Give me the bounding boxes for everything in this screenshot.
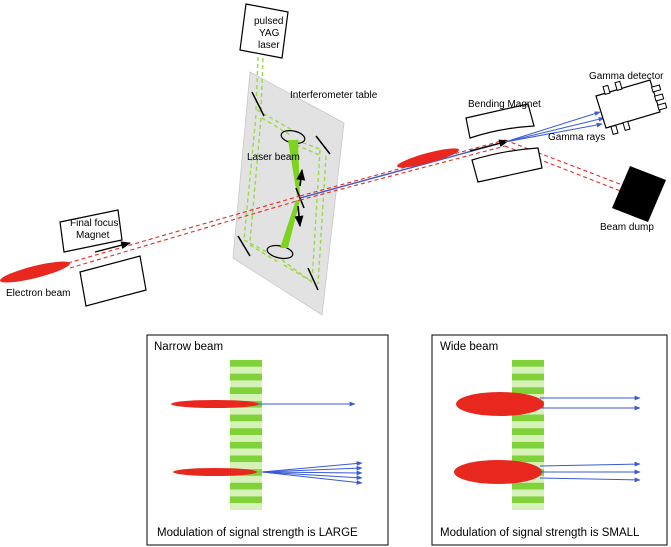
wide-rays-upper <box>540 395 641 411</box>
laser-cone-lower <box>280 200 300 248</box>
electron-beam-lines <box>67 139 626 269</box>
fringe-bright <box>230 441 262 449</box>
wide-bunch-lower <box>454 460 542 484</box>
fringe-dark <box>230 380 262 388</box>
fringe-dark <box>512 503 544 510</box>
fringe-dark <box>230 435 262 442</box>
narrow-bunch-upper <box>171 400 259 408</box>
fringe-dark <box>512 489 544 497</box>
gamma-rays-label: Gamma rays <box>548 132 605 143</box>
bending-magnet: Bending Magnet <box>465 99 543 183</box>
fringe-bright <box>512 373 544 381</box>
bending-magnet-label: Bending Magnet <box>468 99 541 110</box>
fringe-dark <box>230 407 262 415</box>
interference-fringes-wide <box>512 360 544 510</box>
laser-beam-label: Laser beam <box>247 152 300 163</box>
narrow-bunch-lower <box>173 468 257 476</box>
fringe-bright <box>512 482 544 490</box>
wide-bunch-upper <box>456 392 544 416</box>
interferometer-label: Interferometer table <box>290 90 378 101</box>
gamma-detector: Gamma detector <box>589 71 668 136</box>
fringe-dark <box>230 503 262 510</box>
fringe-bright <box>230 387 262 395</box>
wide-rays-lower <box>539 461 641 483</box>
final-focus-label-line1: Final focus <box>70 218 118 229</box>
laser-label-line2: YAG <box>259 28 280 39</box>
fringe-bright <box>230 482 262 490</box>
fringe-bright <box>230 455 262 463</box>
fringe-bright <box>512 496 544 504</box>
interferometer-table <box>232 71 345 316</box>
panel-wide-caption: Modulation of signal strength is SMALL <box>440 527 640 539</box>
fringe-dark <box>230 421 262 429</box>
fringe-dark <box>230 448 262 456</box>
fringe-dark <box>512 435 544 442</box>
final-focus-magnet: Final focus Magnet <box>59 209 147 307</box>
fringe-bright <box>512 414 544 422</box>
fringe-dark <box>230 475 262 483</box>
final-focus-label-line2: Magnet <box>76 230 110 241</box>
fringe-bright <box>512 387 544 395</box>
interference-fringes-narrow <box>230 360 262 510</box>
interaction-arrow-up <box>296 168 306 187</box>
panel-narrow-beam: Narrow beam Modulation of signal strengt… <box>146 334 389 546</box>
fringe-bright <box>230 496 262 504</box>
electron-bunch <box>0 261 70 283</box>
beam-axis-arrow <box>469 139 509 152</box>
fringe-dark <box>512 421 544 429</box>
panel-narrow-caption: Modulation of signal strength is LARGE <box>157 527 358 539</box>
laser-label-line3: laser <box>258 40 280 51</box>
fringe-bright <box>512 455 544 463</box>
fringe-dark <box>512 366 544 374</box>
beam-dump-label: Beam dump <box>600 222 654 233</box>
electron-beam-label: Electron beam <box>6 288 70 299</box>
fringe-bright <box>512 360 544 367</box>
fringe-dark <box>230 394 262 401</box>
gamma-rays <box>504 111 605 143</box>
mirrors <box>237 91 331 291</box>
electron-direction-arrow <box>94 241 131 253</box>
yag-laser: pulsed YAG laser <box>239 3 289 59</box>
beam-dump <box>612 166 666 222</box>
fringe-bright <box>230 360 262 367</box>
fringe-dark <box>230 366 262 374</box>
fringe-bright <box>230 414 262 422</box>
fringe-dark <box>230 489 262 497</box>
panel-wide-beam: Wide beam Modulation of signal strength … <box>431 334 668 546</box>
fringe-bright <box>230 428 262 435</box>
gamma-detector-label: Gamma detector <box>589 71 664 82</box>
narrow-rays-lower <box>261 461 363 485</box>
laser-cone-upper <box>288 140 300 196</box>
panel-wide-title: Wide beam <box>440 341 498 353</box>
fringe-bright <box>512 428 544 435</box>
fringe-bright <box>512 441 544 449</box>
fringe-dark <box>512 448 544 456</box>
fringe-dark <box>230 462 262 470</box>
panel-narrow-title: Narrow beam <box>154 341 223 353</box>
interaction-arrow-down <box>294 205 304 228</box>
laser-label-line1: pulsed <box>254 16 283 27</box>
fringe-dark <box>512 380 544 388</box>
fringe-bright <box>230 373 262 381</box>
electron-bunch-downstream <box>397 148 459 168</box>
